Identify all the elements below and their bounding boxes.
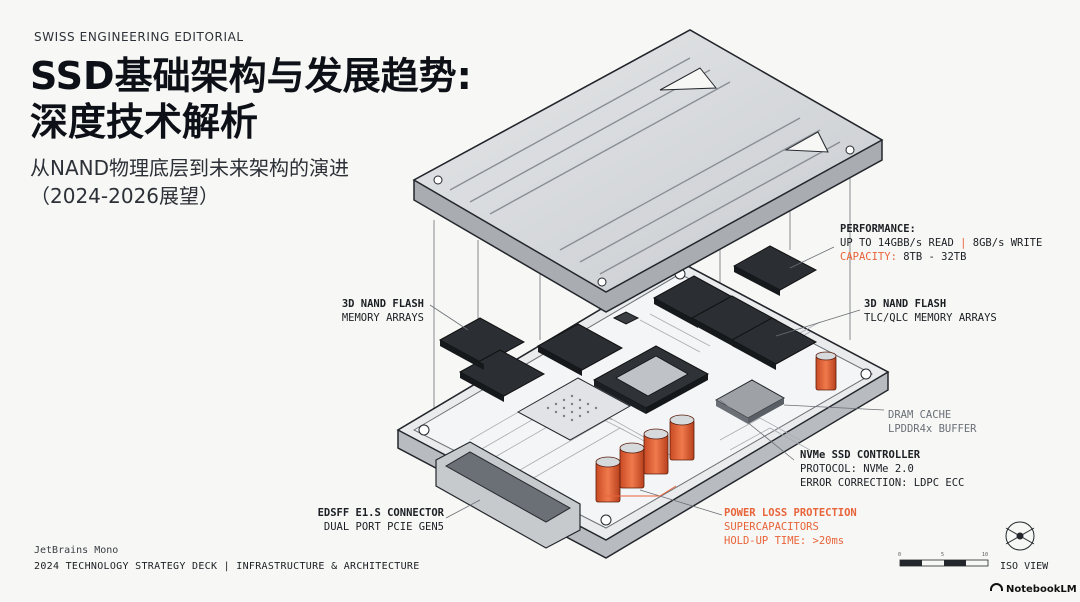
notebooklm-icon xyxy=(990,583,1003,591)
scale-tick-0: 0 xyxy=(898,552,902,558)
performance-read: UP TO 14GBB/s READ xyxy=(840,237,954,249)
plp-orange-bracket xyxy=(606,485,677,497)
performance-separator: | xyxy=(960,237,967,249)
controller-heading: NVMe SSD CONTROLLER xyxy=(800,449,921,461)
title-line-2: 深度技术解析 xyxy=(30,100,259,144)
plp-detail: SUPERCAPACITORS xyxy=(724,521,819,533)
page-title: SSD基础架构与发展趋势: 深度技术解析 xyxy=(30,53,472,145)
nand-chip-edges xyxy=(440,266,780,402)
callout-leaders xyxy=(429,246,885,519)
font-note: JetBrains Mono xyxy=(34,545,119,556)
brand-name: NotebookLM xyxy=(1006,584,1077,595)
nand-right-heading: 3D NAND FLASH xyxy=(864,298,947,310)
nvme-controller-chip xyxy=(592,345,710,414)
compass-icon xyxy=(1005,521,1035,551)
eyebrow-label: SWISS ENGINEERING EDITORIAL xyxy=(34,30,244,44)
callout-nand-right: 3D NAND FLASH TLC/QLC MEMORY ARRAYS xyxy=(864,297,997,325)
ssd-top-cover xyxy=(412,29,884,313)
nand-right-detail: TLC/QLC MEMORY ARRAYS xyxy=(864,312,997,324)
dram-chip xyxy=(714,379,786,424)
plp-holdup: HOLD-UP TIME: >20ms xyxy=(724,535,845,547)
subtitle-line-1: 从NAND物理底层到未来架构的演进 xyxy=(30,156,350,180)
callout-controller: NVMe SSD CONTROLLER PROTOCOL: NVMe 2.0 E… xyxy=(800,448,964,490)
connector-heading: EDSFF E1.S CONNECTOR xyxy=(317,507,444,519)
title-line-1: SSD基础架构与发展趋势: xyxy=(30,54,472,98)
iso-view-label: ISO VIEW xyxy=(1000,561,1049,572)
nand-left-detail: MEMORY ARRAYS xyxy=(341,312,424,324)
dram-detail: LPDDR4x BUFFER xyxy=(888,423,977,435)
dram-heading: DRAM CACHE xyxy=(888,409,952,421)
bga-pad xyxy=(516,377,632,441)
subtitle-line-2: （2024-2026展望） xyxy=(30,184,220,208)
scale-tick-10: 10 xyxy=(982,552,989,558)
scale-tick-5: 5 xyxy=(941,552,945,558)
performance-capacity: CAPACITY: 8TB - 32TB xyxy=(840,250,1042,264)
callout-performance: PERFORMANCE: UP TO 14GBB/s READ | 8GB/s … xyxy=(840,222,1042,264)
controller-protocol: PROTOCOL: NVMe 2.0 xyxy=(800,463,914,475)
performance-throughput: UP TO 14GBB/s READ | 8GB/s WRITE xyxy=(840,236,1042,250)
page-subtitle: 从NAND物理底层到未来架构的演进 （2024-2026展望） xyxy=(30,154,349,210)
brand-logo: NotebookLM xyxy=(990,583,1077,595)
deck-footer: 2024 TECHNOLOGY STRATEGY DECK | INFRASTR… xyxy=(34,561,420,572)
scale-bar xyxy=(899,559,989,567)
capacity-value: 8TB - 32TB xyxy=(903,251,967,263)
plp-heading: POWER LOSS PROTECTION xyxy=(724,507,857,519)
supercapacitors xyxy=(595,351,837,503)
callout-connector: EDSFF E1.S CONNECTOR DUAL PORT PCIE GEN5 xyxy=(290,506,444,534)
callout-dram: DRAM CACHE LPDDR4x BUFFER xyxy=(888,408,977,436)
connector-detail: DUAL PORT PCIE GEN5 xyxy=(323,521,444,533)
callout-plp: POWER LOSS PROTECTION SUPERCAPACITORS HO… xyxy=(724,506,857,548)
callout-nand-left: 3D NAND FLASH MEMORY ARRAYS xyxy=(300,297,424,325)
performance-write: 8GB/s WRITE xyxy=(972,237,1043,249)
nand-chips xyxy=(438,245,818,397)
performance-heading: PERFORMANCE: xyxy=(840,223,916,235)
capacity-label: CAPACITY: xyxy=(840,251,897,263)
regulator-chip xyxy=(612,311,640,325)
controller-ecc: ERROR CORRECTION: LDPC ECC xyxy=(800,477,965,489)
edsff-connector xyxy=(435,441,581,549)
nand-left-heading: 3D NAND FLASH xyxy=(341,298,424,310)
